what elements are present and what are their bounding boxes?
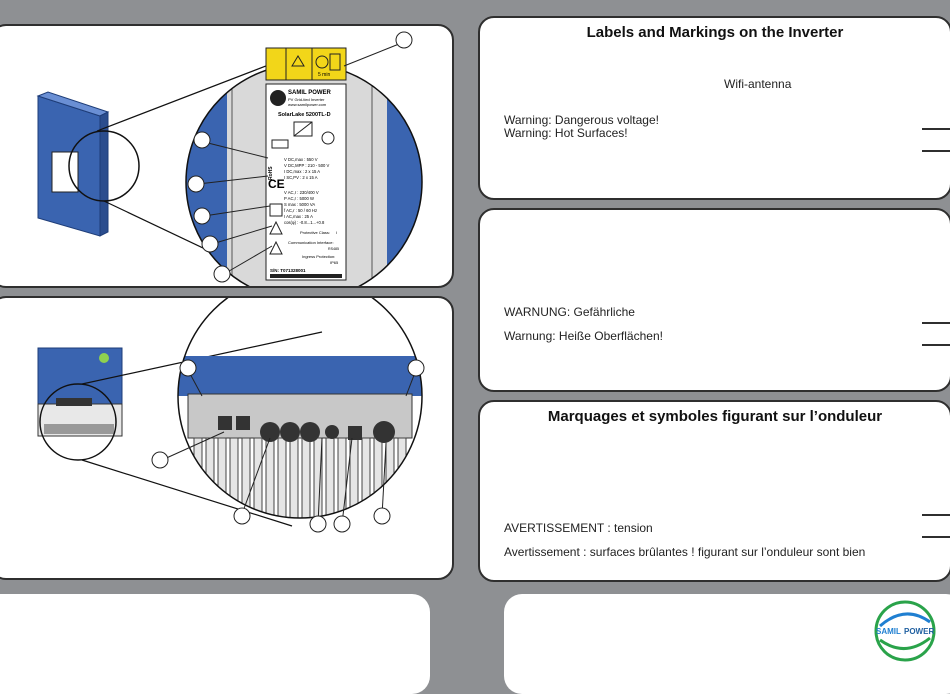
bottom-left-page — [0, 594, 430, 694]
ac-connector-icon — [373, 421, 395, 443]
dc-line: V DC,MPP : 210 - 500 V — [284, 163, 330, 168]
callout-marker — [233, 507, 251, 525]
dc-ac-symbol-icon — [293, 121, 313, 137]
dc-line: I SC,PV : 2 x 15 A — [284, 175, 318, 180]
protective-class-label: Protective Class: — [300, 230, 330, 235]
german-labels-panel: WARNUNG: Gefährliche Warnung: Heiße Ober… — [478, 208, 950, 392]
ac-line: V AC,r : 230/400 V — [284, 190, 319, 195]
comm-port-icon — [348, 426, 362, 440]
dc-line: V DC,max : 550 V — [284, 157, 318, 162]
inverter-front-device — [37, 347, 123, 437]
dc-connector-icon — [218, 416, 232, 430]
wifi-symbol-icon — [321, 131, 335, 145]
antenna-icon — [329, 53, 341, 71]
ac-line: S max : 5000 VA — [284, 202, 315, 207]
ac-line: cos(φ) : -0.8...1...+0.8 — [284, 220, 325, 225]
zoom-circle-small — [39, 383, 117, 461]
inverter-label-figure-panel: 5 min SAMIL POWER PV Grid-tied Inverter … — [0, 24, 454, 288]
arrow-symbol-icon — [271, 139, 289, 149]
manual-book-icon — [269, 203, 283, 217]
comm-label: Communication Interface: — [288, 240, 334, 245]
high-voltage-icon — [269, 220, 283, 235]
status-led-icon — [99, 353, 109, 363]
warn-strip-time: 5 min — [318, 72, 330, 78]
warning-voltage-fr: AVERTISSEMENT : tension — [504, 521, 653, 535]
callout-marker — [395, 31, 413, 49]
serial-number: S/N: T071328001 — [270, 268, 306, 273]
callout-marker — [193, 207, 211, 225]
label-model: SolarLake 5200TL-D — [278, 112, 331, 118]
callout-marker — [193, 131, 211, 149]
warning-hot-en: Warning: Hot Surfaces! — [504, 126, 628, 140]
samil-logo-icon — [270, 90, 286, 106]
cable-gland-icon — [280, 422, 300, 442]
ac-line: P AC,r : 5000 W — [284, 196, 314, 201]
inverter-device — [36, 91, 110, 237]
barcode-icon — [270, 274, 342, 278]
warning-voltage-de: WARNUNG: Gefährliche — [504, 305, 635, 319]
ingress-value: IP65 — [330, 260, 339, 265]
comm-value: RS485 — [328, 247, 339, 251]
warning-hot-fr: Avertissement : surfaces brûlantes ! fig… — [504, 545, 866, 559]
french-title: Marquages et symboles figurant sur l’ond… — [547, 408, 883, 425]
zoom-circle-large — [177, 298, 423, 519]
callout-marker — [179, 359, 197, 377]
callout-marker — [373, 507, 391, 525]
logo-brand-second: POWER — [904, 627, 934, 636]
callout-marker — [187, 175, 205, 193]
french-labels-panel: Marquages et symboles figurant sur l’ond… — [478, 400, 950, 582]
callout-marker — [213, 265, 231, 283]
rohs-mark: RoHS — [268, 166, 274, 180]
callout-marker — [407, 359, 425, 377]
panel-tab — [922, 128, 950, 152]
inverter-label-illustration: 5 min SAMIL POWER PV Grid-tied Inverter … — [36, 31, 423, 286]
warning-hot-de: Warnung: Heiße Oberflächen! — [504, 329, 663, 343]
warning-strip: 5 min — [265, 47, 347, 81]
label-subtitle1: PV Grid-tied Inverter — [288, 97, 325, 102]
logo-brand-first: SAMIL — [876, 627, 901, 636]
cable-gland-icon — [300, 422, 320, 442]
ce-mark-icon: CE — [268, 177, 285, 191]
samil-power-logo: SAMIL POWER — [874, 600, 936, 662]
ac-line: I AC,max : 25 A — [284, 214, 313, 219]
type-label: SAMIL POWER PV Grid-tied Inverter www.sa… — [265, 83, 347, 281]
english-title: Labels and Markings on the Inverter — [586, 24, 844, 41]
warning-triangle-icon — [291, 55, 305, 67]
protective-class-value: I — [336, 230, 337, 235]
callout-marker — [309, 515, 327, 533]
warning-voltage-en: Warning: Dangerous voltage! — [504, 113, 659, 127]
callout-marker — [151, 451, 169, 469]
inverter-connections-illustration — [37, 298, 425, 533]
panel-tab — [922, 514, 950, 538]
ingress-label: Ingress Protection: — [302, 254, 335, 259]
panel-tab — [922, 322, 950, 346]
callout-marker — [201, 235, 219, 253]
dc-line: I DC,max : 2 x 15 A — [284, 169, 320, 174]
callout-marker — [333, 515, 351, 533]
label-brand: SAMIL POWER — [288, 90, 332, 96]
label-subtitle2: www.samilpower.com — [288, 102, 327, 107]
cable-gland-icon — [260, 422, 280, 442]
hot-surface-icon — [269, 240, 283, 255]
clock-icon — [315, 55, 329, 69]
dc-connector-icon — [236, 416, 250, 430]
wifi-antenna-label: Wifi-antenna — [724, 77, 792, 91]
inverter-connections-figure-panel — [0, 296, 454, 580]
port-icon — [325, 425, 339, 439]
ac-line: f AC,r : 50 / 60 Hz — [284, 208, 317, 213]
english-labels-panel: Labels and Markings on the Inverter Wifi… — [478, 16, 950, 200]
